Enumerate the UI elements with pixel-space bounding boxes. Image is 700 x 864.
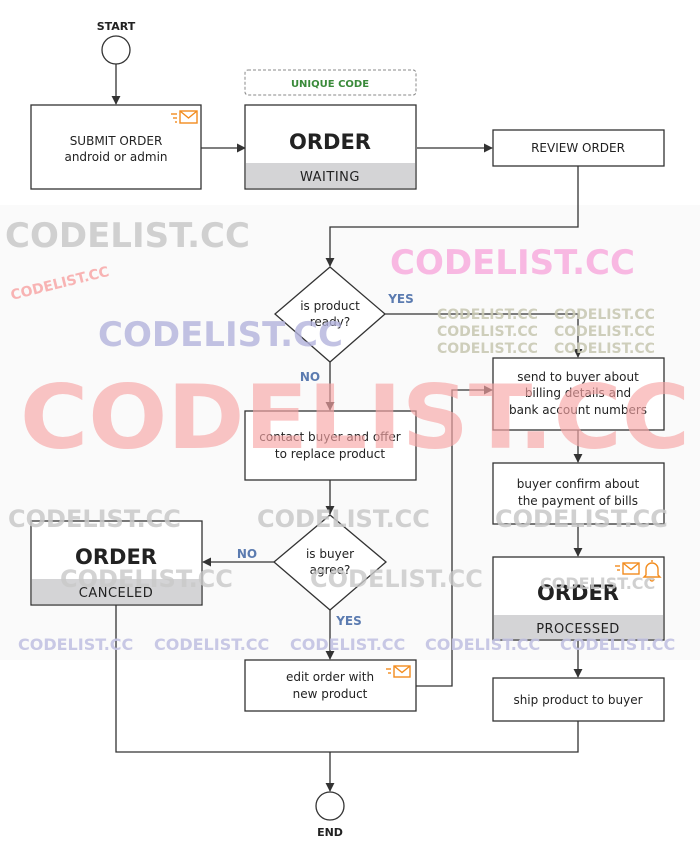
send-billing-box — [492, 357, 665, 431]
decision-product-ready-line1: is product — [300, 299, 360, 313]
decision-product-ready-line2: ready? — [310, 315, 351, 329]
send-billing-line2: billing details and — [525, 386, 631, 400]
watermark-text: CODELIST.CC — [390, 243, 635, 283]
watermark-text: CODELIST.CC — [425, 635, 540, 654]
contact-buyer-box — [244, 410, 417, 481]
decision-product-ready — [274, 266, 386, 363]
order-canceled-title: ORDER — [75, 545, 157, 569]
branch-yes-buyer-agree: YES — [335, 614, 362, 628]
watermark-text: CODELIST.CC — [18, 635, 133, 654]
envelope-icon — [171, 110, 198, 124]
start-node — [101, 35, 131, 65]
watermark-text: CODELIST.CC — [495, 505, 668, 533]
watermark-text: CODELIST.CC — [554, 307, 655, 323]
connector-ship-merge — [330, 721, 579, 753]
buyer-confirm-line2: the payment of bills — [518, 494, 638, 508]
start-label: START — [97, 20, 136, 33]
decision-buyer-agree-line1: is buyer — [306, 547, 354, 561]
review-order-label: REVIEW ORDER — [531, 141, 625, 155]
order-waiting-status: WAITING — [300, 170, 360, 185]
connector-canceled-merge — [115, 605, 330, 753]
watermark-text: CODELIST.CC — [437, 341, 538, 357]
watermark-text: CODELIST.CC — [98, 315, 343, 355]
watermark-text: CODELIST.CC — [540, 574, 655, 593]
envelope-icon — [615, 562, 640, 575]
send-billing-line3: bank account numbers — [509, 403, 647, 417]
order-processed-status: PROCESSED — [536, 622, 620, 637]
watermark-text: CODELIST.CC — [554, 341, 655, 357]
submit-order-line1: SUBMIT ORDER — [70, 134, 163, 148]
watermark-text: CODELIST.CC — [560, 635, 675, 654]
watermark-text: CODELIST.CC — [154, 635, 269, 654]
unique-code-box — [244, 69, 417, 96]
edit-order-line2: new product — [293, 687, 368, 701]
watermark-text: CODELIST.CC — [290, 635, 405, 654]
watermark-text: CODELIST.CC — [437, 324, 538, 340]
submit-order-box — [30, 104, 202, 190]
order-processed-status-bar — [494, 615, 663, 639]
decision-buyer-agree — [272, 514, 388, 611]
contact-buyer-line1: contact buyer and offer — [259, 430, 401, 444]
contact-buyer-line2: to replace product — [275, 447, 385, 461]
watermark-text: CODELIST.CC — [257, 505, 430, 533]
connector-edit-send — [416, 385, 493, 687]
order-canceled-status-bar — [32, 579, 201, 604]
watermark-text: CODELIST.CC — [8, 505, 181, 533]
submit-order-line2: android or admin — [64, 150, 167, 164]
review-order-box — [492, 129, 665, 167]
decision-buyer-agree-line2: agree? — [310, 563, 351, 577]
order-canceled-status: CANCELED — [79, 586, 153, 601]
edit-order-box — [244, 659, 417, 712]
envelope-icon — [386, 665, 411, 678]
unique-code-label: UNIQUE CODE — [291, 79, 369, 90]
watermark-text: CODELIST.CC — [20, 366, 690, 469]
order-processed-title: ORDER — [537, 581, 619, 605]
branch-no-product-ready: NO — [300, 370, 320, 384]
connector-yes-send — [385, 313, 583, 358]
ship-product-label: ship product to buyer — [513, 693, 642, 707]
branch-no-buyer-agree: NO — [237, 547, 257, 561]
watermark-text: CODELIST.CC — [60, 565, 233, 593]
order-waiting-status-bar — [246, 163, 415, 188]
order-waiting-title: ORDER — [289, 130, 371, 154]
buyer-confirm-box — [492, 462, 665, 525]
end-node — [315, 791, 345, 821]
watermarks: CODELIST.CC CODELIST.CC CODELIST.CC CODE… — [5, 216, 690, 654]
end-label: END — [317, 826, 343, 839]
connector-review-decision — [325, 166, 579, 267]
buyer-confirm-line1: buyer confirm about — [517, 477, 640, 491]
watermark-text: CODELIST.CC — [5, 216, 250, 256]
send-billing-line1: send to buyer about — [517, 370, 639, 384]
ship-product-box — [492, 677, 665, 722]
connectors — [111, 64, 583, 792]
edit-order-line1: edit order with — [286, 670, 374, 684]
watermark-text: CODELIST.CC — [437, 307, 538, 323]
branch-yes-product-ready: YES — [387, 292, 414, 306]
watermark-text: CODELIST.CC — [554, 324, 655, 340]
bell-icon — [642, 560, 662, 582]
watermark-text: CODELIST.CC — [310, 565, 483, 593]
